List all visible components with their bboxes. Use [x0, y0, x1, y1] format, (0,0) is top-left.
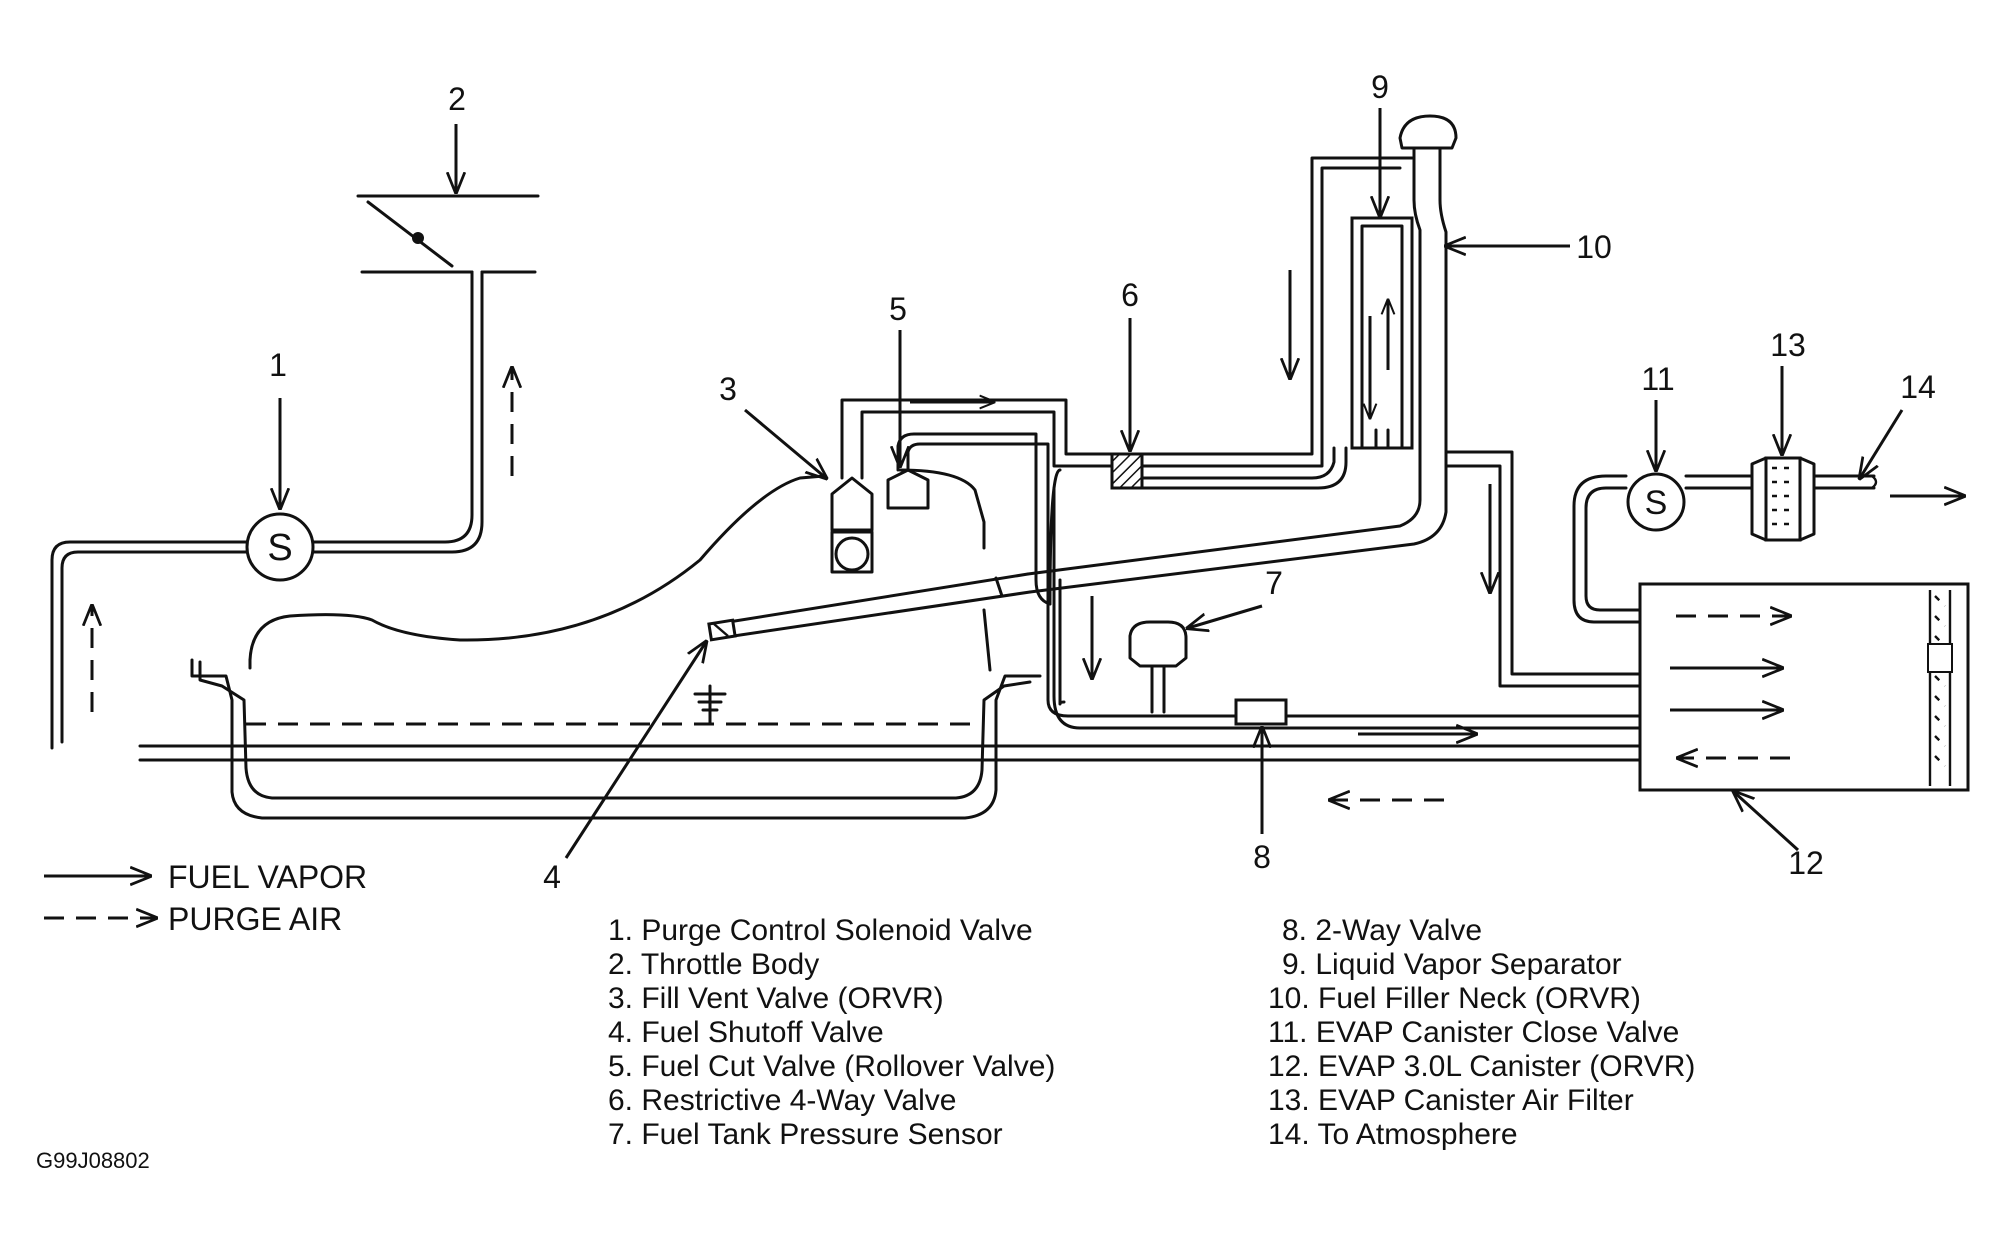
purge-line	[50, 270, 484, 750]
callout-9: 9	[1371, 69, 1389, 105]
callout-4: 4	[543, 859, 561, 895]
callout-11: 11	[1641, 361, 1674, 397]
canister-media	[1927, 590, 1953, 786]
fuel-filler-neck	[707, 114, 1458, 642]
solenoid-symbol: S	[267, 527, 292, 569]
key-item-12: 12. EVAP 3.0L Canister (ORVR)	[1268, 1050, 1695, 1083]
callout-1: 1	[269, 347, 287, 383]
purge-control-solenoid-valve: S	[245, 512, 315, 582]
key-item-6: 6. Restrictive 4-Way Valve	[608, 1084, 956, 1117]
flow-arrows	[92, 270, 1964, 800]
key-item-4: 4. Fuel Shutoff Valve	[608, 1016, 884, 1049]
legend-fuel-vapor: FUEL VAPOR	[168, 859, 367, 895]
callout-8: 8	[1253, 839, 1271, 875]
parts-key-left: 1. Purge Control Solenoid Valve 2. Throt…	[608, 914, 1055, 1151]
fill-vent-valve	[830, 476, 874, 574]
callout-3: 3	[719, 371, 737, 407]
two-way-valve	[1234, 698, 1288, 726]
key-item-8: 8. 2-Way Valve	[1282, 914, 1482, 947]
fuel-cut-valve	[886, 468, 930, 510]
callout-6: 6	[1121, 277, 1139, 313]
key-item-1: 1. Purge Control Solenoid Valve	[608, 914, 1033, 947]
key-item-14: 14. To Atmosphere	[1268, 1118, 1518, 1151]
callout-13: 13	[1770, 327, 1806, 363]
callout-10: 10	[1576, 229, 1612, 265]
close-valve-symbol: S	[1645, 484, 1668, 522]
callout-leaders	[280, 108, 1904, 859]
key-item-2: 2. Throttle Body	[608, 948, 819, 981]
canister-lines	[1046, 450, 1642, 730]
key-item-9: 9. Liquid Vapor Separator	[1282, 948, 1622, 981]
key-item-10: 10. Fuel Filler Neck (ORVR)	[1268, 982, 1641, 1015]
evap-canister-air-filter	[1750, 456, 1816, 542]
legend: FUEL VAPOR PURGE AIR	[44, 859, 367, 937]
callout-12: 12	[1788, 845, 1824, 881]
key-item-7: 7. Fuel Tank Pressure Sensor	[608, 1118, 1003, 1151]
atmosphere-line	[1572, 474, 1878, 624]
evap-canister-close-valve: S	[1626, 472, 1686, 532]
callout-5: 5	[889, 291, 907, 327]
callout-7: 7	[1265, 565, 1283, 601]
parts-key-right: 8. 2-Way Valve 9. Liquid Vapor Separator…	[1268, 914, 1695, 1151]
figure-id: G99J08802	[36, 1148, 150, 1173]
key-item-13: 13. EVAP Canister Air Filter	[1268, 1084, 1634, 1117]
key-item-5: 5. Fuel Cut Valve (Rollover Valve)	[608, 1050, 1055, 1083]
throttle-body	[356, 194, 540, 274]
key-item-11: 11. EVAP Canister Close Valve	[1268, 1016, 1679, 1049]
fuel-tank-pressure-sensor	[1128, 620, 1188, 714]
callout-14: 14	[1900, 369, 1936, 405]
frame-rail	[138, 744, 1642, 762]
callout-2: 2	[448, 81, 466, 117]
callout-numbers: 1 2 3 4 5 6 7 8 9 10 11 12 13 14	[269, 69, 1936, 895]
liquid-vapor-separator	[1350, 216, 1414, 450]
restrictive-4-way-valve	[1110, 452, 1144, 490]
legend-purge-air: PURGE AIR	[168, 901, 342, 937]
fuel-tank	[190, 468, 1042, 820]
key-item-3: 3. Fill Vent Valve (ORVR)	[608, 982, 944, 1015]
